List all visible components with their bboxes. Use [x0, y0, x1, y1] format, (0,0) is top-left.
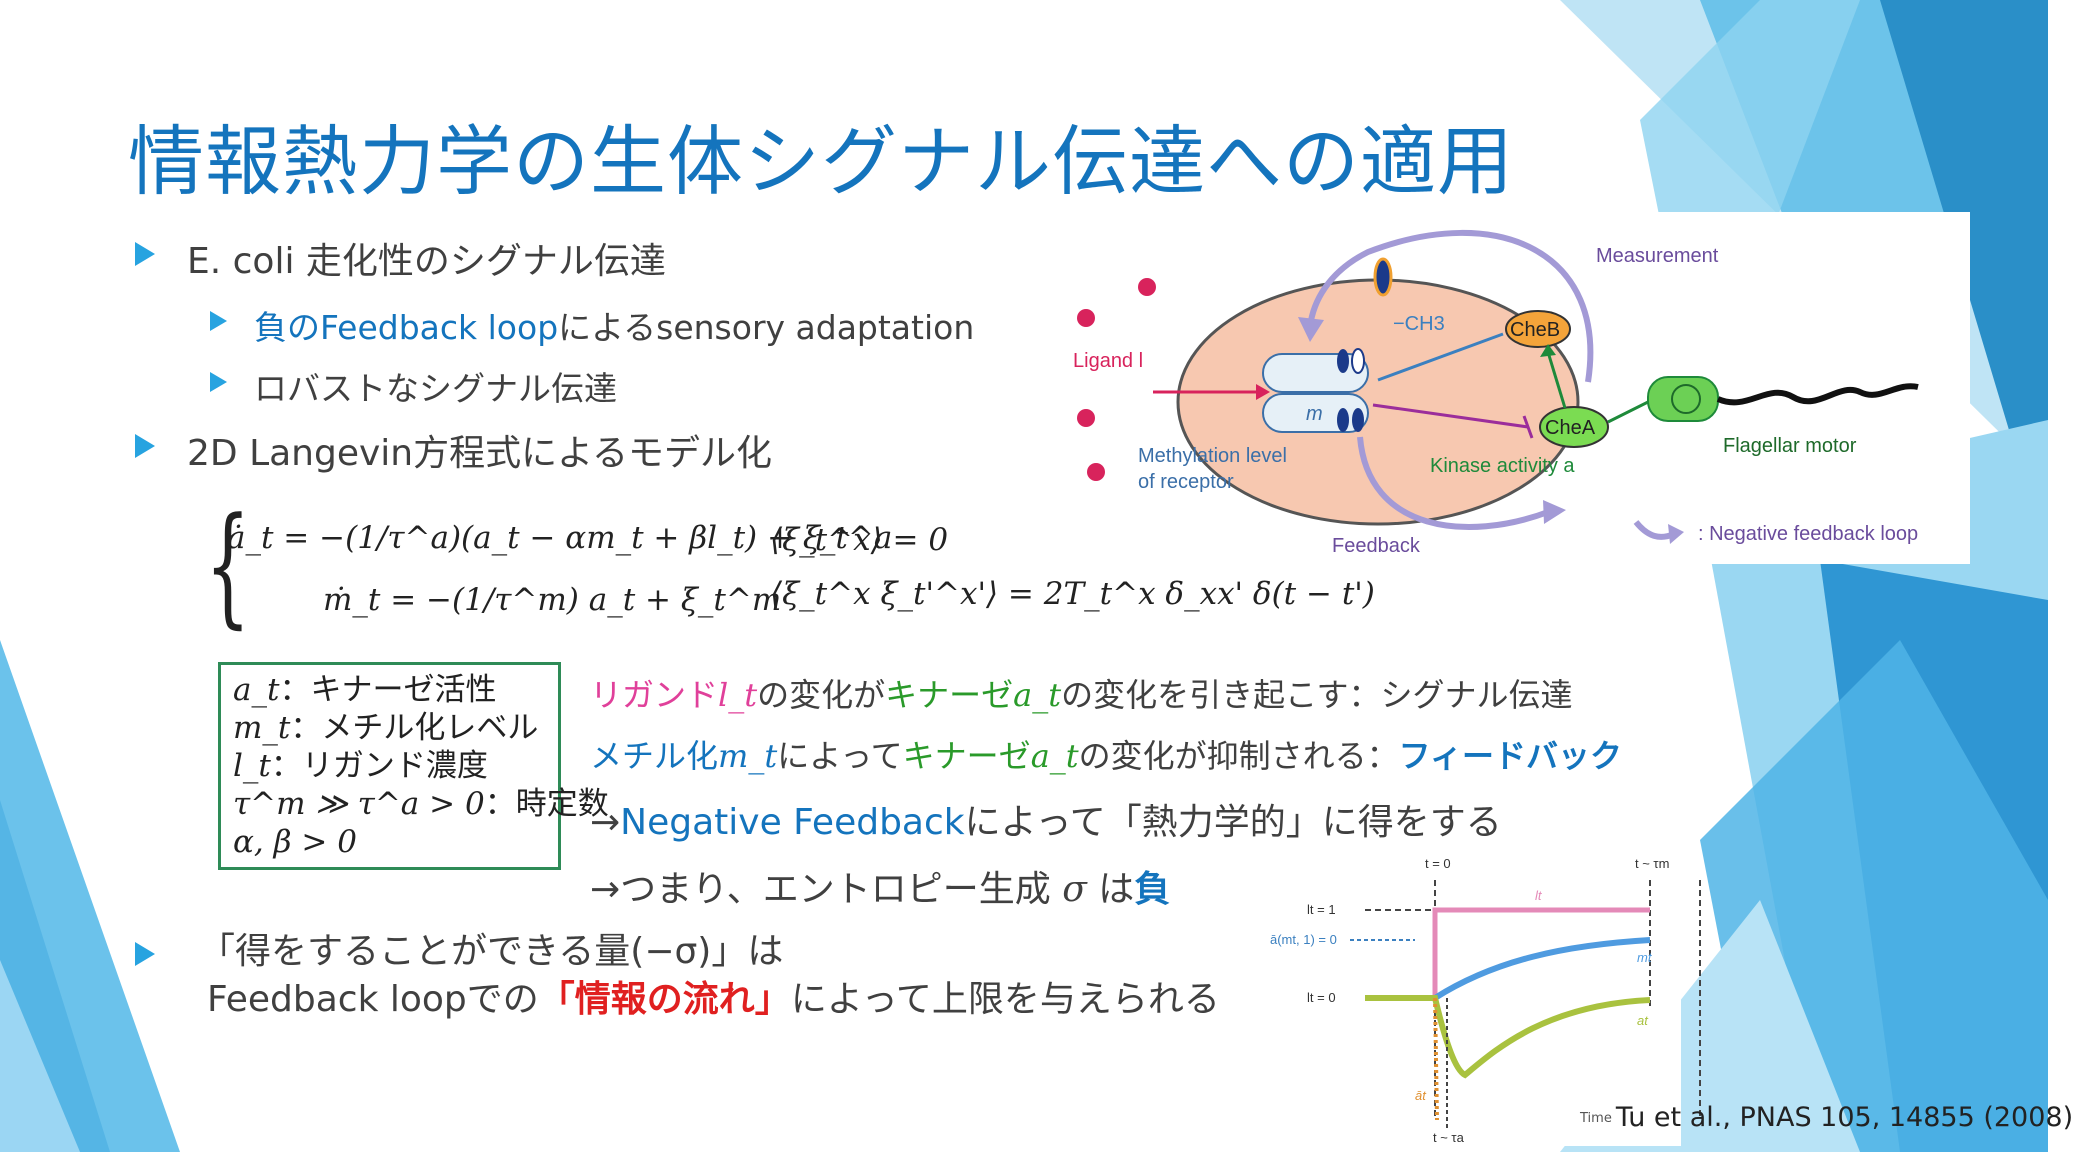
- bullet-arrow-icon: [210, 311, 227, 331]
- label-ttm: t ~ τm: [1635, 856, 1669, 871]
- bullet-information-flow: 「得をすることができる量(−σ)」は Feedback loopでの「情報の流れ…: [135, 928, 1220, 1024]
- ligand-dot: [1087, 463, 1105, 481]
- chea-protein: [1539, 406, 1609, 448]
- label-methylation-1: Methylation level: [1138, 445, 1287, 467]
- definitions-box: a_t：キナーゼ活性 m_t：メチル化レベル l_t：リガンド濃度 τ^m ≫ …: [218, 662, 609, 870]
- methyl-group: [1373, 257, 1393, 297]
- label-tta: t ~ τa: [1433, 1130, 1465, 1145]
- label-time: Time: [1580, 1111, 1612, 1126]
- page-title: 情報熱力学の生体シグナル伝達への適用: [128, 117, 1514, 206]
- chemotaxis-diagram: Measurement Ligand l −CH3 CheB CheA m Me…: [1048, 212, 1970, 564]
- label-lt1: lt = 1: [1307, 902, 1336, 917]
- bullet-text-blue: 負のFeedback loop: [254, 308, 559, 347]
- label-methylation-2: of receptor: [1138, 471, 1234, 493]
- sub-bullet-feedback: 負のFeedback loopによるsensory adaptation: [210, 301, 975, 349]
- bullet-text: E. coli 走化性のシグナル伝達: [187, 241, 666, 282]
- label-t0: t = 0: [1425, 856, 1451, 871]
- explain-feedback: メチル化m_tによってキナーゼa_tの変化が抑制される：フィードバック: [590, 737, 1623, 775]
- label-lt0: lt = 0: [1307, 990, 1336, 1005]
- series-lt: [1365, 907, 1650, 1001]
- label-cheb: CheB: [1510, 319, 1560, 341]
- bg-shape: [0, 640, 180, 1152]
- series-mt: [1433, 937, 1651, 1001]
- noise-correlation: ⟨ξ_t^x ξ_t'^x'⟩ = 2T_t^x δ_xx' δ(t − t'): [770, 576, 1375, 612]
- bg-shape: [0, 960, 80, 1152]
- legend-arrowhead: [1668, 524, 1684, 544]
- def-timescales: τ^m ≫ τ^a > 0：時定数: [233, 786, 609, 822]
- bullet-arrow-icon: [135, 242, 155, 266]
- def-methylation: m_t：メチル化レベル: [233, 710, 539, 746]
- ligand-arrowhead: [1256, 384, 1270, 400]
- methyl-site: [1337, 349, 1349, 373]
- label-flagellar: Flagellar motor: [1723, 435, 1857, 457]
- equation-m: ṁ_t = −(1/τ^m) a_t + ξ_t^m: [323, 582, 782, 618]
- methyl-site: [1352, 408, 1364, 432]
- label-feedback: Feedback: [1332, 535, 1421, 557]
- ligand-dot: [1077, 409, 1095, 427]
- bullet-arrow-icon: [135, 942, 155, 966]
- ligand-dot: [1138, 278, 1156, 296]
- methyl-site: [1351, 348, 1365, 374]
- label-chea: CheA: [1545, 417, 1596, 439]
- label-kinase: Kinase activity a: [1430, 455, 1575, 477]
- bullet-text-line2: Feedback loopでの「情報の流れ」によって上限を与えられる: [207, 979, 1220, 1020]
- def-kinase: a_t：キナーゼ活性: [233, 672, 497, 708]
- explain-entropy: →つまり、エントロピー生成 σ は負: [590, 869, 1171, 910]
- def-ligand: l_t：リガンド濃度: [233, 748, 488, 784]
- label-ch3: −CH3: [1393, 313, 1445, 335]
- feedback-arrowhead: [1543, 500, 1566, 524]
- ligand-dot: [1077, 309, 1095, 327]
- inhibit-line-chea: [1372, 403, 1529, 429]
- label-m: m: [1306, 403, 1323, 425]
- sub-bullet-robust: ロバストなシグナル伝達: [210, 362, 617, 410]
- chea-motor-arrow: [1607, 400, 1649, 424]
- series-at: [1365, 995, 1651, 1079]
- methyl-site: [1337, 408, 1349, 432]
- label-lt-series: lt: [1535, 888, 1543, 903]
- bullet-langevin: 2D Langevin方程式によるモデル化: [135, 424, 773, 476]
- explain-signal: リガンドl_tの変化がキナーゼa_tの変化を引き起こす：シグナル伝達: [590, 676, 1573, 714]
- explain-negative-feedback: →Negative Feedbackによって「熱力学的」に得をする: [590, 802, 1502, 843]
- bullet-arrow-icon: [135, 434, 155, 458]
- bullet-text-line1: 「得をすることができる量(−σ)」は: [199, 931, 784, 972]
- inhibit-line-cheb: [1377, 332, 1504, 382]
- label-mt-series: mt: [1637, 950, 1653, 965]
- bullet-text: によるsensory adaptation: [558, 308, 975, 347]
- label-ligand: Ligand l: [1073, 350, 1143, 372]
- measurement-arrowhead: [1298, 317, 1324, 342]
- cheb-protein: [1505, 310, 1571, 348]
- activate-arrow: [1546, 351, 1567, 409]
- def-params: α, β > 0: [233, 824, 357, 860]
- label-measurement: Measurement: [1596, 245, 1719, 267]
- citation-text: Tu et al., PNAS 105, 14855 (2008): [1615, 1102, 2073, 1133]
- label-abar-t: āt: [1415, 1088, 1427, 1103]
- noise-mean: ⟨ξ_t^x⟩ = 0: [770, 522, 949, 558]
- flagellar-motor: [1647, 376, 1719, 422]
- activate-arrowhead: [1540, 344, 1556, 357]
- bullet-arrow-icon: [210, 372, 227, 392]
- equation-a: ȧ_t = −(1/τ^a)(a_t − αm_t + βl_t) + ξ_t^…: [227, 520, 893, 556]
- equation-brace: {: [205, 489, 251, 641]
- flagellum: [1716, 383, 1919, 406]
- bullet-text: 2D Langevin方程式によるモデル化: [187, 433, 773, 474]
- label-negative-feedback-loop: : Negative feedback loop: [1698, 523, 1918, 545]
- bullet-text: ロバストなシグナル伝達: [254, 369, 617, 408]
- adaptation-plot: t = 0 t ~ τm lt = 1 ā(mt, 1) = 0 lt = 0 …: [1265, 850, 1701, 1146]
- label-at-series: at: [1637, 1013, 1649, 1028]
- label-abar: ā(mt, 1) = 0: [1270, 932, 1337, 947]
- bullet-ecoli: E. coli 走化性のシグナル伝達: [135, 232, 666, 284]
- measurement-arc: [1307, 229, 1594, 383]
- inhibit-bar: [1522, 415, 1534, 439]
- motor-rotor: [1671, 384, 1701, 414]
- feedback-arc: [1357, 436, 1550, 530]
- series-abar: [1433, 997, 1439, 1121]
